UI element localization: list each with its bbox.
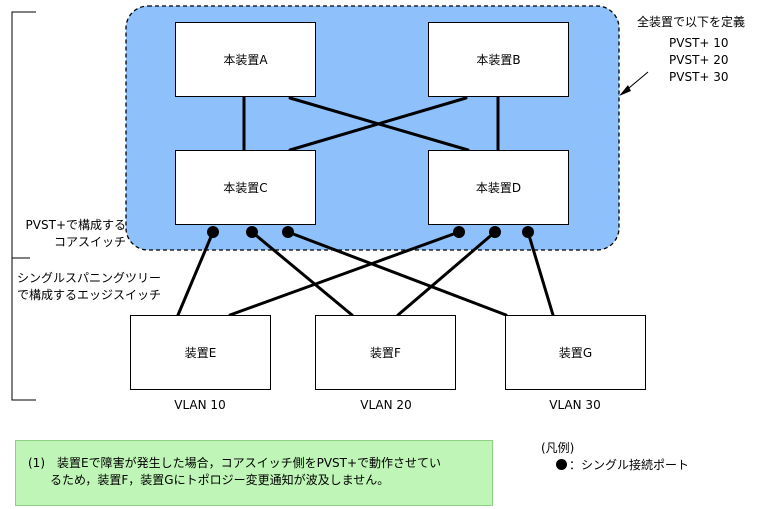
device-g-label: 装置G <box>558 346 593 360</box>
link-d-e <box>228 230 461 317</box>
vlan-label: VLAN 30 <box>549 398 601 412</box>
device-d-label: 本装置D <box>475 181 522 195</box>
device-c-label: 本装置C <box>223 181 268 195</box>
device-e-label: 装置E <box>184 346 217 360</box>
device-e: 装置E <box>130 315 271 390</box>
definition-item: PVST+ 30 <box>669 70 729 84</box>
legend-dot-icon <box>556 459 567 470</box>
device-g: 装置G <box>505 315 646 390</box>
edge-label-line2: で構成するエッジスイッチ <box>17 288 162 302</box>
port-dot <box>522 226 534 238</box>
vlan-label: VLAN 20 <box>360 398 412 412</box>
note-box: (1) 装置Eで障害が発生した場合，コアスイッチ側をPVST+で動作させてい る… <box>15 440 493 506</box>
legend-title: (凡例) <box>541 441 575 455</box>
legend-item: ：シングル接続ポート <box>556 458 689 472</box>
edge-label-line1: シングルスパニングツリー <box>17 271 162 285</box>
core-label-line1: PVST+で構成する <box>25 218 126 232</box>
link-d-g <box>526 230 555 317</box>
device-a-label: 本装置A <box>223 53 268 67</box>
definition-arrow-head <box>619 85 631 96</box>
port-dot <box>489 226 501 238</box>
link-c-g <box>286 230 508 317</box>
link-b-c <box>288 96 468 152</box>
definition-item: PVST+ 10 <box>669 36 729 50</box>
device-f-label: 装置F <box>370 346 401 360</box>
port-dot <box>246 226 258 238</box>
port-dot <box>207 226 219 238</box>
device-d: 本装置D <box>428 150 569 225</box>
left-bracket <box>11 11 36 401</box>
device-a: 本装置A <box>175 22 316 97</box>
port-dot <box>282 226 294 238</box>
device-c: 本装置C <box>175 150 316 225</box>
port-dot <box>453 226 465 238</box>
definition-item: PVST+ 20 <box>669 53 729 67</box>
device-b: 本装置B <box>428 22 569 97</box>
legend-item-label: ：シングル接続ポート <box>569 458 690 472</box>
device-f: 装置F <box>315 315 456 390</box>
link-d-f <box>396 230 497 317</box>
core-label-line2: コアスイッチ <box>53 235 126 249</box>
link-c-e <box>176 230 215 317</box>
note-line1: (1) 装置Eで障害が発生した場合，コアスイッチ側をPVST+で動作させてい <box>28 456 442 470</box>
link-c-f <box>250 230 354 317</box>
device-b-label: 本装置B <box>476 53 521 67</box>
definition-title: 全装置で以下を定義 <box>637 15 746 29</box>
vlan-label: VLAN 10 <box>174 398 226 412</box>
note-line2: るため，装置F，装置Gにトポロジー変更通知が波及しません。 <box>50 473 390 487</box>
